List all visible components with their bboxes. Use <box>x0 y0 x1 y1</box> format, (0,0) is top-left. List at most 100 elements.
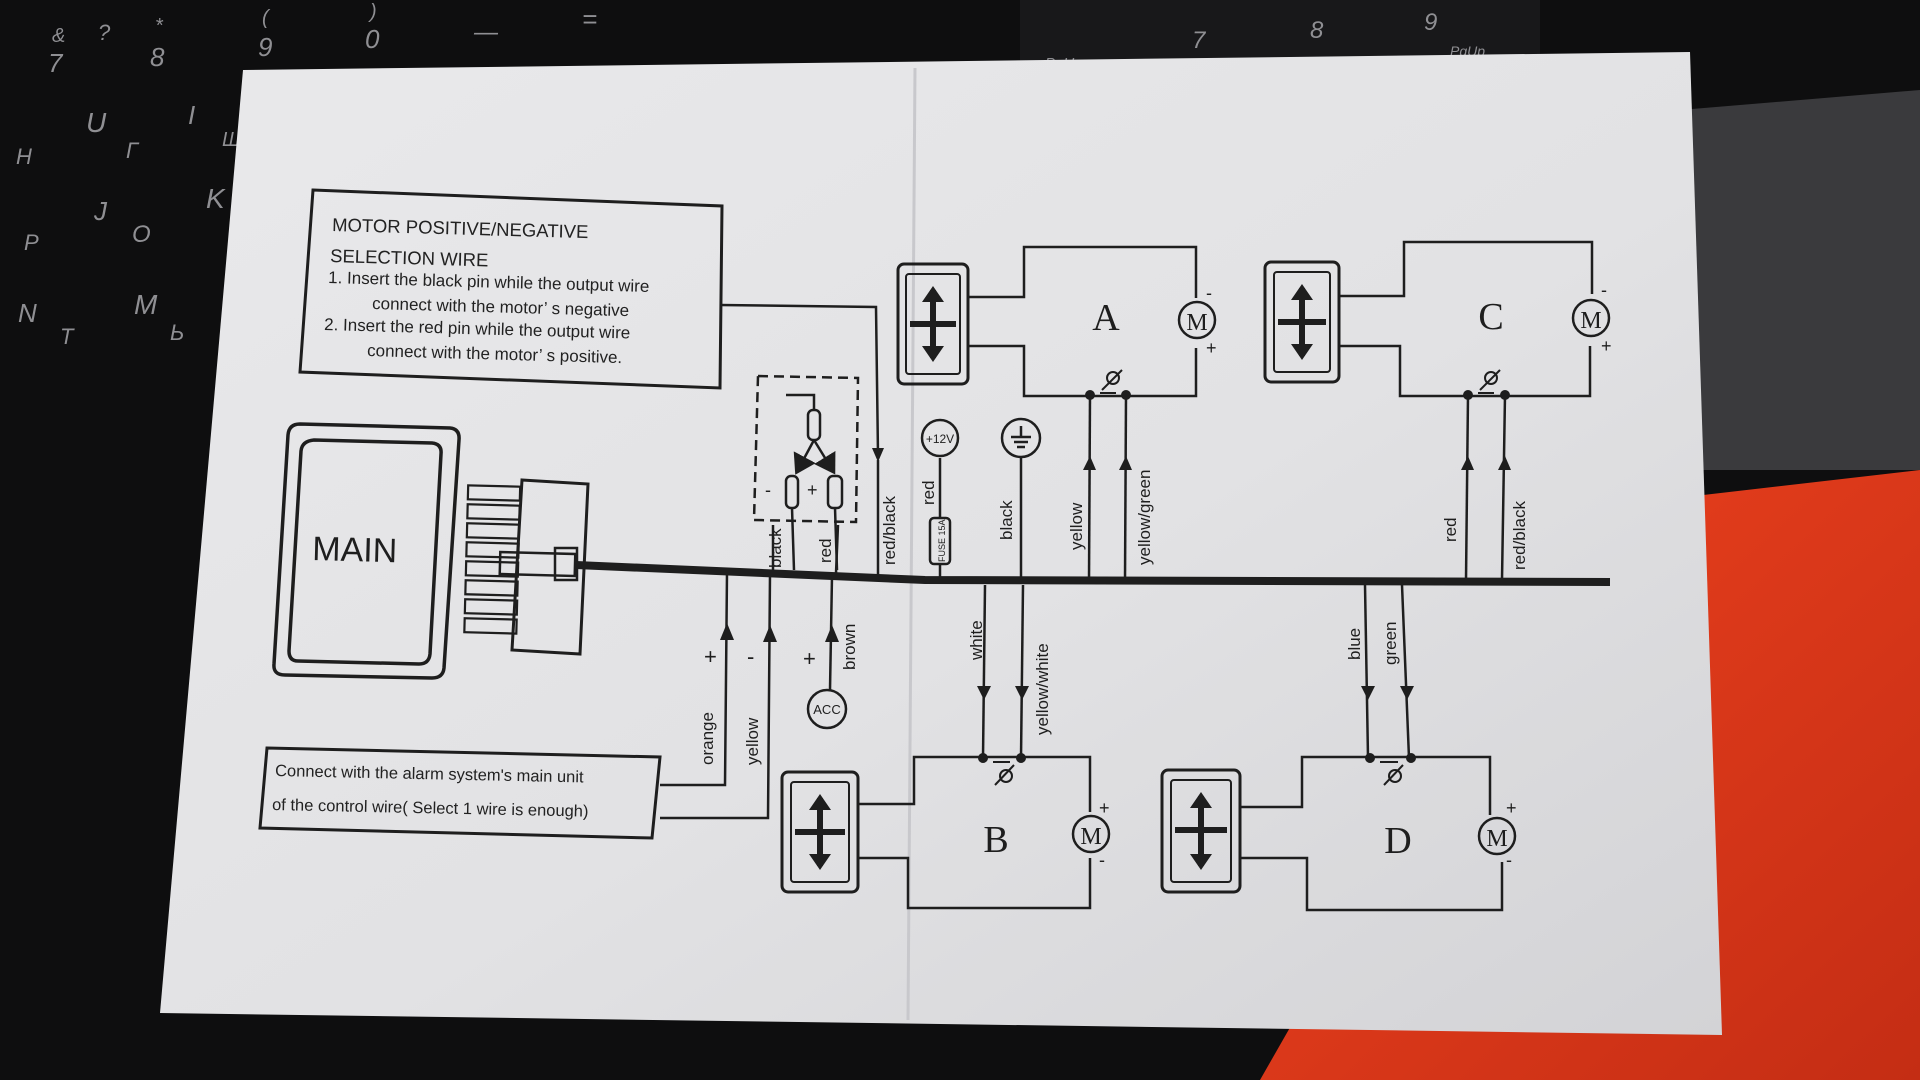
motor-icon <box>1177 300 1217 340</box>
ground-icon <box>1011 426 1031 449</box>
keyboard-key-label: H <box>16 144 32 169</box>
diode-icon <box>1380 761 1404 786</box>
actuator-b: B M + - <box>780 753 1111 910</box>
motor-d-bottom-sign: - <box>1506 850 1512 870</box>
actuator-d-label: D <box>1384 820 1411 862</box>
actuator-a: A M - + <box>896 245 1217 400</box>
diode-icon <box>1100 369 1123 394</box>
keyboard-key-label: 7 <box>1192 27 1207 54</box>
pin-plus-label: + <box>807 480 818 500</box>
actuator-c-switch-inner <box>1273 271 1331 373</box>
motor-icon <box>1571 298 1611 338</box>
connector-pin <box>465 541 520 559</box>
motor-c-label: M <box>1580 308 1601 334</box>
motor-c-bottom-sign: + <box>1601 336 1612 356</box>
keyboard-key-label: P <box>24 230 39 255</box>
polarity-orange: + <box>704 644 717 669</box>
actuator-b-switch <box>780 770 860 894</box>
wire-orange <box>660 571 729 787</box>
actuator-b-switch-inner <box>790 781 850 883</box>
wire-red-c <box>1464 394 1470 581</box>
power-terminal <box>920 418 960 458</box>
motor-d-label: M <box>1486 826 1507 852</box>
arrow-icon <box>1119 456 1132 470</box>
acc-terminal <box>806 688 848 730</box>
motor-a-top-sign: - <box>1206 283 1212 303</box>
keyboard-key-label: K <box>206 183 226 214</box>
actuator-b-label: B <box>983 819 1008 861</box>
connector-pin <box>465 522 521 540</box>
label-red: red <box>816 538 835 563</box>
main-connector <box>463 478 590 656</box>
keyboard-key-label: J <box>93 196 108 226</box>
keyboard-key-label: 8 <box>150 42 165 72</box>
label-red-power: red <box>919 480 938 505</box>
arrow-icon <box>763 625 777 642</box>
fuse-icon <box>928 516 952 566</box>
motor-a-bottom-sign: + <box>1206 338 1217 358</box>
ground-terminal <box>1000 417 1042 459</box>
label-yellow-white: yellow/white <box>1033 643 1052 735</box>
acc-terminal-label: ACC <box>813 702 840 717</box>
wire-yellow-ctrl <box>660 573 772 820</box>
wire-yellow-white <box>1019 584 1025 759</box>
power-terminal-label: +12V <box>926 432 954 446</box>
keyboard-key-label: * <box>155 15 164 37</box>
actuator-c: C M - + <box>1263 240 1612 400</box>
keyboard-key-label: = <box>582 4 597 34</box>
up-down-arrow-icon <box>795 794 845 870</box>
motor-b-label: M <box>1080 824 1101 850</box>
wire-yellow-a <box>1087 394 1092 581</box>
arrow-icon <box>1015 686 1029 700</box>
actuator-d-switch-inner <box>1170 779 1232 883</box>
wire-red-black-c <box>1500 394 1507 581</box>
keyboard-key-label: 9 <box>258 32 272 62</box>
keyboard-key-label: U <box>86 107 107 138</box>
red-cloth <box>1260 470 1920 1080</box>
keyboard-key-label: ? <box>98 20 111 45</box>
arrow-icon <box>977 686 991 700</box>
arrow-icon <box>825 625 839 642</box>
actuator-a-switch <box>896 262 970 386</box>
keyboard-key-label: 8 <box>1310 17 1324 44</box>
fuse-label: FUSE 15A <box>937 519 947 562</box>
keyboard-key-label: T <box>60 324 75 349</box>
label-red-black: red/black <box>880 496 899 565</box>
wire-blue <box>1363 584 1370 759</box>
motor-d-top-sign: + <box>1506 798 1517 818</box>
label-white: white <box>967 620 986 661</box>
keyboard-key-label: ) <box>368 1 377 23</box>
wire-red <box>834 524 840 574</box>
connector-pin <box>463 598 519 616</box>
keyboard-key-label: O <box>132 221 151 248</box>
main-unit: MAIN <box>272 422 461 680</box>
wire-green <box>1400 584 1411 759</box>
arrow-icon <box>1461 456 1474 470</box>
label-red-black-c: red/black <box>1510 501 1529 570</box>
polarity-yellow: - <box>747 644 754 669</box>
actuator-a-label: A <box>1092 297 1120 339</box>
actuator-c-label: C <box>1478 296 1503 338</box>
polarity-brown: + <box>803 646 816 671</box>
keyboard-key-label: 7 <box>48 48 64 78</box>
motor-a-label: M <box>1186 310 1207 336</box>
selection-box-leader <box>719 303 880 456</box>
laptop-edge <box>1680 90 1920 470</box>
arrow-icon <box>1498 456 1511 470</box>
arrow-icon <box>1083 456 1096 470</box>
keyboard-key-label: Г <box>126 138 140 163</box>
motor-b-top-sign: + <box>1099 798 1110 818</box>
label-black: black <box>766 528 785 568</box>
label-yellow-green-a: yellow/green <box>1135 470 1154 565</box>
label-green: green <box>1381 622 1400 665</box>
keyboard-keys: &7?*8(9)0—=UIHГШJKPONMTЬPgUp789PgUp <box>16 1 1485 349</box>
wire-white <box>981 584 987 759</box>
pin-minus-label: - <box>765 480 771 500</box>
arrow-icon <box>872 448 884 462</box>
keyboard-key-label: — <box>473 19 499 46</box>
keyboard-key-label: 0 <box>365 24 380 54</box>
label-brown: brown <box>840 624 859 670</box>
label-blue: blue <box>1345 628 1364 660</box>
